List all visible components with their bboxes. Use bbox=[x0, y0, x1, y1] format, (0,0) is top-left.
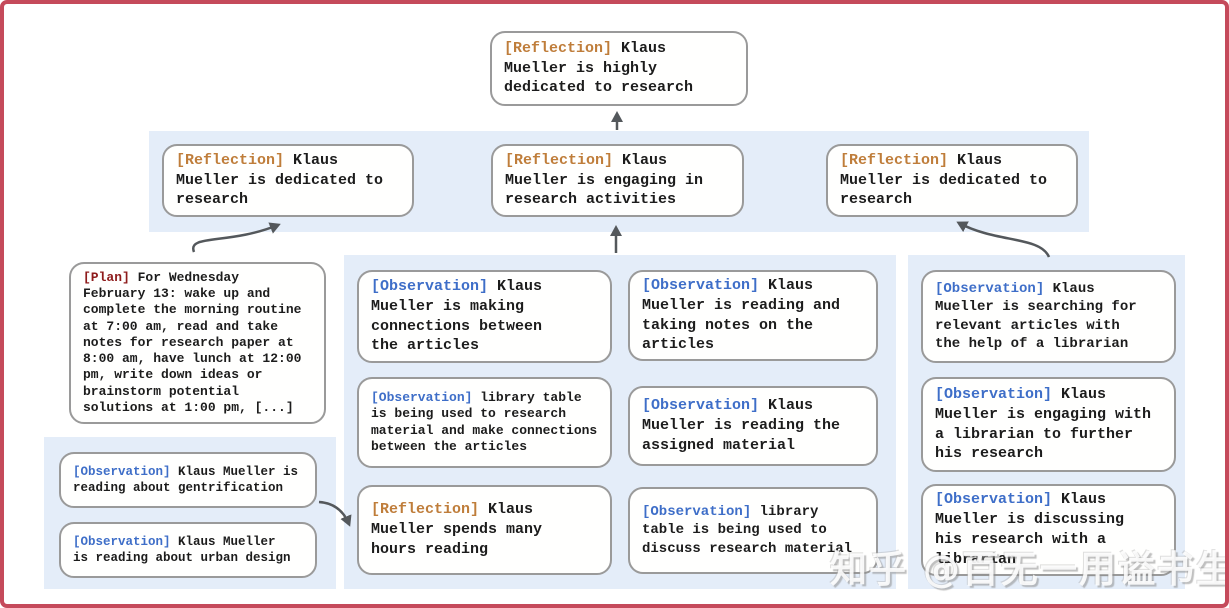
node-observation-mid-b1: [Observation] Klaus Mueller is reading a… bbox=[628, 270, 878, 361]
memory-text: Klaus Mueller is reading about gentrific… bbox=[73, 464, 299, 495]
memory-text: Klaus Mueller is searching for relevant … bbox=[935, 281, 1137, 352]
memory-type-tag: [Observation] bbox=[935, 385, 1053, 403]
memory-text: Klaus Mueller is engaging with a librari… bbox=[935, 385, 1152, 463]
node-observation-right-1: [Observation] Klaus Mueller is searching… bbox=[921, 270, 1176, 363]
memory-text: Klaus Mueller is highly dedicated to res… bbox=[504, 39, 694, 97]
memory-text: Klaus Mueller is reading about urban des… bbox=[73, 534, 291, 565]
node-observation-mid-a1: [Observation] Klaus Mueller is making co… bbox=[357, 270, 612, 363]
memory-type-tag: [Reflection] bbox=[176, 151, 285, 169]
memory-text: Klaus Mueller is discussing his research… bbox=[935, 491, 1125, 568]
memory-type-tag: [Reflection] bbox=[504, 39, 613, 57]
memory-text: Klaus Mueller is reading and taking note… bbox=[642, 276, 841, 354]
watermark: 知乎 @百无一用谥书生 bbox=[830, 548, 1229, 591]
memory-type-tag: [Reflection] bbox=[371, 501, 480, 519]
memory-type-tag: [Observation] bbox=[371, 277, 489, 295]
node-reflection-row2-3: [Reflection] Klaus Mueller is dedicated … bbox=[826, 144, 1078, 217]
memory-text: Klaus Mueller is dedicated to research bbox=[840, 151, 1048, 209]
memory-type-tag: [Observation] bbox=[935, 281, 1045, 298]
memory-text: For Wednesday February 13: wake up and c… bbox=[83, 269, 302, 415]
memory-type-tag: [Observation] bbox=[642, 276, 760, 294]
memory-text: library table is being used to research … bbox=[371, 390, 598, 454]
node-observation-mid-b2: [Observation] Klaus Mueller is reading t… bbox=[628, 386, 878, 466]
memory-type-tag: [Observation] bbox=[642, 397, 760, 415]
memory-text: Klaus Mueller spends many hours reading bbox=[371, 501, 543, 558]
memory-type-tag: [Plan] bbox=[83, 269, 130, 285]
memory-type-tag: [Observation] bbox=[73, 534, 171, 549]
memory-text: Klaus Mueller is engaging in research ac… bbox=[505, 151, 704, 209]
node-observation-mid-b3: [Observation] library table is being use… bbox=[628, 487, 878, 574]
node-observation-mid-a2: [Observation] library table is being use… bbox=[357, 377, 612, 468]
memory-text: Klaus Mueller is dedicated to research bbox=[176, 151, 384, 209]
memory-type-tag: [Observation] bbox=[73, 464, 171, 479]
memory-text: library table is being used to discuss r… bbox=[642, 504, 853, 557]
node-observation-left-1: [Observation] Klaus Mueller is reading a… bbox=[59, 452, 317, 508]
node-observation-right-3: [Observation] Klaus Mueller is discussin… bbox=[921, 484, 1176, 576]
memory-text: Klaus Mueller is making connections betw… bbox=[371, 277, 543, 355]
node-reflection-row2-2: [Reflection] Klaus Mueller is engaging i… bbox=[491, 144, 744, 217]
node-observation-right-2: [Observation] Klaus Mueller is engaging … bbox=[921, 377, 1176, 472]
node-reflection-row2-1: [Reflection] Klaus Mueller is dedicated … bbox=[162, 144, 414, 217]
node-reflection-top: [Reflection] Klaus Mueller is highly ded… bbox=[490, 31, 748, 106]
memory-type-tag: [Observation] bbox=[935, 491, 1053, 509]
memory-type-tag: [Reflection] bbox=[840, 151, 949, 169]
node-plan: [Plan] For Wednesday February 13: wake u… bbox=[69, 262, 326, 424]
node-reflection-mid-a3: [Reflection] Klaus Mueller spends many h… bbox=[357, 485, 612, 575]
memory-text: Klaus Mueller is reading the assigned ma… bbox=[642, 397, 841, 454]
memory-type-tag: [Observation] bbox=[371, 390, 473, 405]
memory-type-tag: [Reflection] bbox=[505, 151, 614, 169]
node-observation-left-2: [Observation] Klaus Mueller is reading a… bbox=[59, 522, 317, 578]
memory-type-tag: [Observation] bbox=[642, 504, 752, 521]
